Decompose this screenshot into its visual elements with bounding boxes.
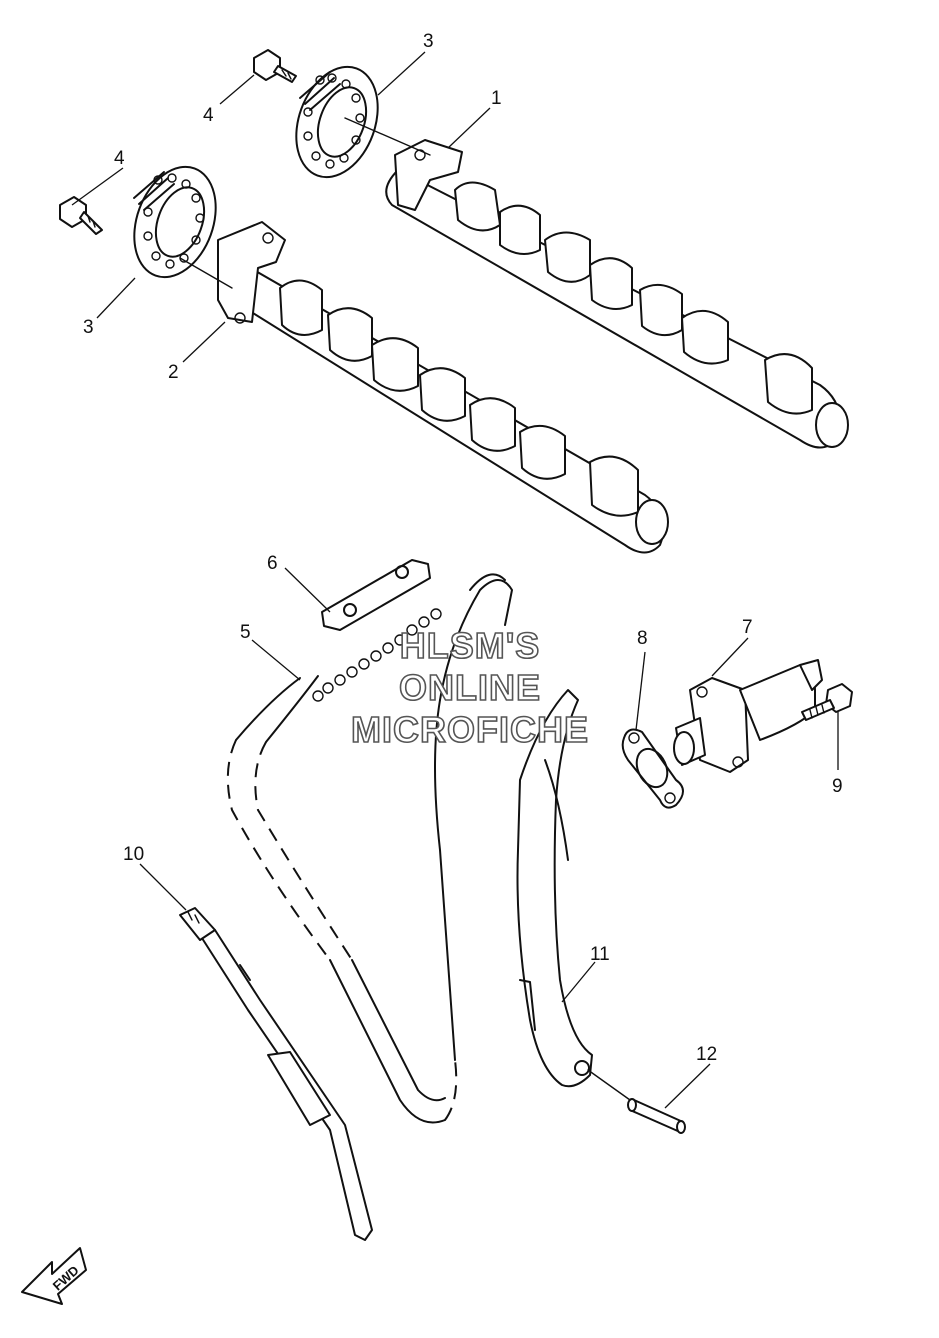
- bolt-lower: [59, 196, 103, 235]
- callout-4-lower: 4: [114, 148, 125, 169]
- chain-guide-top: [321, 559, 431, 631]
- watermark-line-1: HLSM'S: [400, 625, 541, 666]
- tensioner-guide: [516, 689, 593, 1088]
- callout-numbers: 1 2 3 3 4 4 5 6 7 8 9 10 11 12: [83, 31, 843, 1065]
- sprocket-lower: [133, 165, 217, 279]
- watermark: HLSM'S ONLINE MICROFICHE: [350, 624, 589, 751]
- fwd-arrow-icon: FWD: [21, 1247, 87, 1305]
- callout-3-lower: 3: [83, 317, 94, 338]
- callout-6: 6: [267, 553, 278, 574]
- sprocket-upper: [295, 65, 379, 179]
- callout-7: 7: [742, 617, 753, 638]
- callout-4-upper: 4: [203, 105, 214, 126]
- callout-3-upper: 3: [423, 31, 434, 52]
- callout-8: 8: [637, 628, 648, 649]
- callout-1: 1: [491, 88, 502, 109]
- callout-12: 12: [696, 1044, 717, 1065]
- guide-pin: [587, 1069, 686, 1134]
- watermark-line-3: MICROFICHE: [351, 709, 589, 750]
- bolt-upper: [253, 49, 297, 83]
- camshaft-1: [385, 139, 849, 449]
- chain-tensioner: [673, 659, 823, 773]
- callout-9: 9: [832, 776, 843, 797]
- callout-2: 2: [168, 362, 179, 383]
- watermark-line-2: ONLINE: [399, 667, 541, 708]
- timing-chain: [226, 573, 513, 1124]
- camshaft-2: [217, 221, 669, 554]
- fixed-chain-guide: [179, 907, 373, 1241]
- callout-11: 11: [590, 944, 610, 965]
- tensioner-bolt: [801, 683, 853, 721]
- callout-5: 5: [240, 622, 251, 643]
- leader-lines: [71, 51, 839, 1109]
- callout-10: 10: [123, 844, 144, 865]
